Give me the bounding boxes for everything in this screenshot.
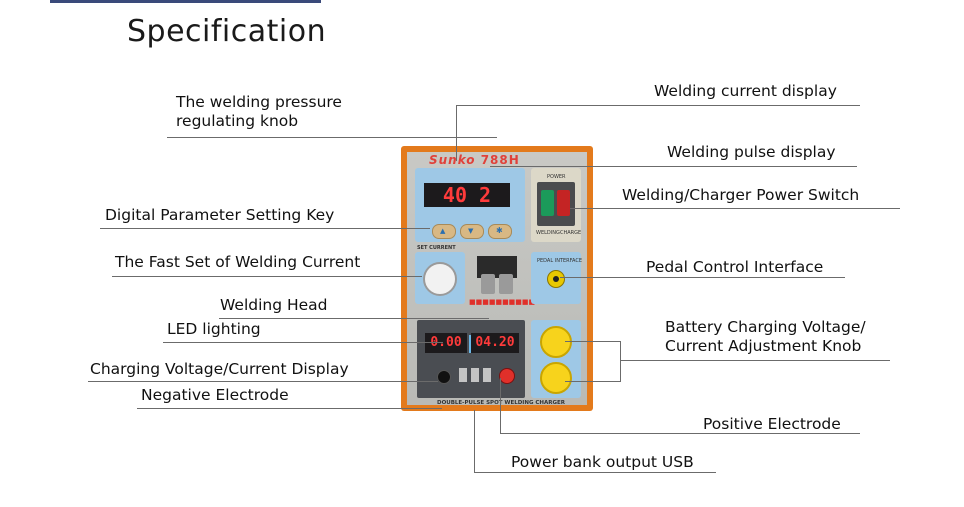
callout-positive-electrode: Positive Electrode — [703, 415, 841, 433]
power-label: POWER — [547, 174, 566, 180]
device-footer-label: DOUBLE-PULSE SPOT WELDING CHARGER — [437, 400, 566, 406]
switch-label-charge: CHARGE — [560, 230, 582, 236]
pedal-jack[interactable] — [547, 270, 565, 288]
chinese-red-caption: ■■■■■■■■■■ — [469, 298, 536, 306]
leader-line-charge-knob-bracket — [620, 341, 621, 382]
leader-line-fast-set — [112, 276, 422, 277]
pedal-label: PEDAL INTERFACE — [537, 258, 583, 264]
set-key-button[interactable]: ✱ — [488, 224, 512, 239]
up-key-button[interactable]: ▲ — [432, 224, 456, 239]
switch-label-welding: WELDING — [536, 230, 560, 236]
welding-head-housing — [477, 256, 517, 278]
welding-led-display: 40 2 — [424, 183, 510, 207]
down-key-button[interactable]: ▼ — [460, 224, 484, 239]
callout-charge-knob: Battery Charging Voltage/Current Adjustm… — [665, 318, 866, 355]
negative-electrode-jack[interactable] — [437, 370, 451, 384]
front-panel: Sunko 788H 40 2 ▲ ▼ ✱ SET CURRENT POWER … — [407, 152, 587, 406]
callout-welding-head: Welding Head — [220, 296, 328, 314]
leader-line-welding-head — [219, 318, 489, 319]
leader-line-negative-electrode — [137, 408, 442, 409]
callout-pulse-display: Welding pulse display — [667, 143, 836, 161]
leader-line-positive-electrode — [500, 433, 860, 434]
top-accent-bar — [50, 0, 321, 3]
callout-current-display: Welding current display — [654, 82, 837, 100]
led-lighting-strip — [469, 335, 471, 353]
model-label: Sunko 788H — [429, 153, 520, 167]
leader-line-usb-output — [474, 472, 716, 473]
callout-charging-display: Charging Voltage/Current Display — [90, 360, 349, 378]
positive-electrode-jack[interactable] — [499, 368, 515, 384]
leader-line-power-switch — [570, 208, 900, 209]
page-title: Specification — [127, 14, 327, 49]
welding-pulse-readout: 2 — [479, 183, 492, 207]
leader-line-charging-display — [88, 381, 438, 382]
charging-current-display: 04.20 — [471, 333, 519, 353]
leader-line-current-display — [456, 105, 860, 106]
leader-line-pressure-knob — [167, 137, 497, 138]
leader-line-positive-electrode-v — [500, 378, 501, 434]
callout-fast-set: The Fast Set of Welding Current — [115, 253, 361, 271]
welding-head-right[interactable] — [499, 274, 513, 294]
leader-line-charge-knob-top — [565, 341, 621, 342]
spot-welder-device: Sunko 788H 40 2 ▲ ▼ ✱ SET CURRENT POWER … — [401, 146, 593, 411]
leader-line-led-lighting — [163, 342, 443, 343]
charger-power-switch[interactable] — [557, 190, 570, 216]
callout-negative-electrode: Negative Electrode — [141, 386, 289, 404]
callout-led-lighting: LED lighting — [167, 320, 261, 338]
usb-port-3[interactable] — [483, 368, 491, 382]
set-current-label: SET CURRENT — [417, 245, 456, 251]
welding-head-left[interactable] — [481, 274, 495, 294]
charging-voltage-display: 0.00 — [425, 333, 467, 353]
callout-pedal-interface: Pedal Control Interface — [646, 258, 824, 276]
leader-line-param-key — [100, 228, 430, 229]
charger-panel — [417, 320, 525, 398]
charging-current-knob[interactable] — [540, 362, 572, 394]
callout-power-switch: Welding/Charger Power Switch — [622, 186, 860, 204]
callout-param-key: Digital Parameter Setting Key — [105, 206, 335, 224]
charging-voltage-knob[interactable] — [540, 326, 572, 358]
leader-line-charge-knob — [620, 360, 890, 361]
leader-line-charge-knob-bottom — [565, 381, 621, 382]
welding-power-switch[interactable] — [541, 190, 554, 216]
callout-usb-output: Power bank output USB — [511, 453, 694, 471]
leader-line-usb-output-v — [474, 410, 475, 473]
welding-current-readout: 40 — [442, 183, 467, 207]
fast-set-current-knob[interactable] — [423, 262, 457, 296]
usb-port-1[interactable] — [459, 368, 467, 382]
usb-port-2[interactable] — [471, 368, 479, 382]
leader-line-pulse-display — [490, 166, 857, 167]
leader-line-pedal-interface — [560, 277, 845, 278]
leader-line-current-display-v — [456, 105, 457, 161]
